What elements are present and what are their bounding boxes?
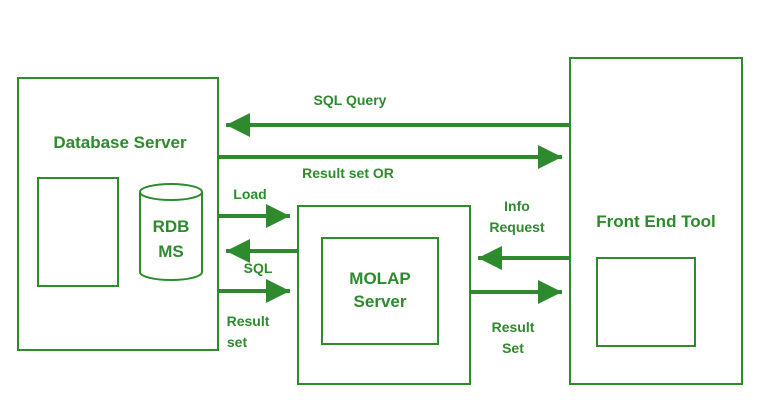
info-request-label-line1: Info	[504, 198, 530, 214]
front-end-tool-label: Front End Tool	[596, 212, 716, 231]
database-server-label: Database Server	[53, 133, 187, 152]
result-set-fe-label-line2: Set	[502, 340, 524, 356]
rdbms-label-line1: RDB	[153, 217, 190, 236]
molap-server-inner-box	[321, 237, 439, 345]
rdbms-label-line2: MS	[158, 242, 184, 261]
front-end-tool-inner-box	[596, 257, 696, 347]
load-label: Load	[233, 186, 266, 202]
database-server-inner-box	[37, 177, 119, 287]
sql-label: SQL	[244, 260, 273, 276]
molap-label-line1: MOLAP	[349, 269, 410, 288]
result-set-or-label: Result set OR	[302, 165, 394, 181]
result-set-db-label-line1: Result	[227, 313, 270, 329]
result-set-db-label-line2: set	[227, 334, 248, 350]
info-request-label-line2: Request	[489, 219, 545, 235]
sql-query-label: SQL Query	[314, 92, 387, 108]
rdbms-cylinder	[139, 183, 203, 281]
result-set-fe-label-line1: Result	[492, 319, 535, 335]
molap-label-line2: Server	[354, 292, 407, 311]
